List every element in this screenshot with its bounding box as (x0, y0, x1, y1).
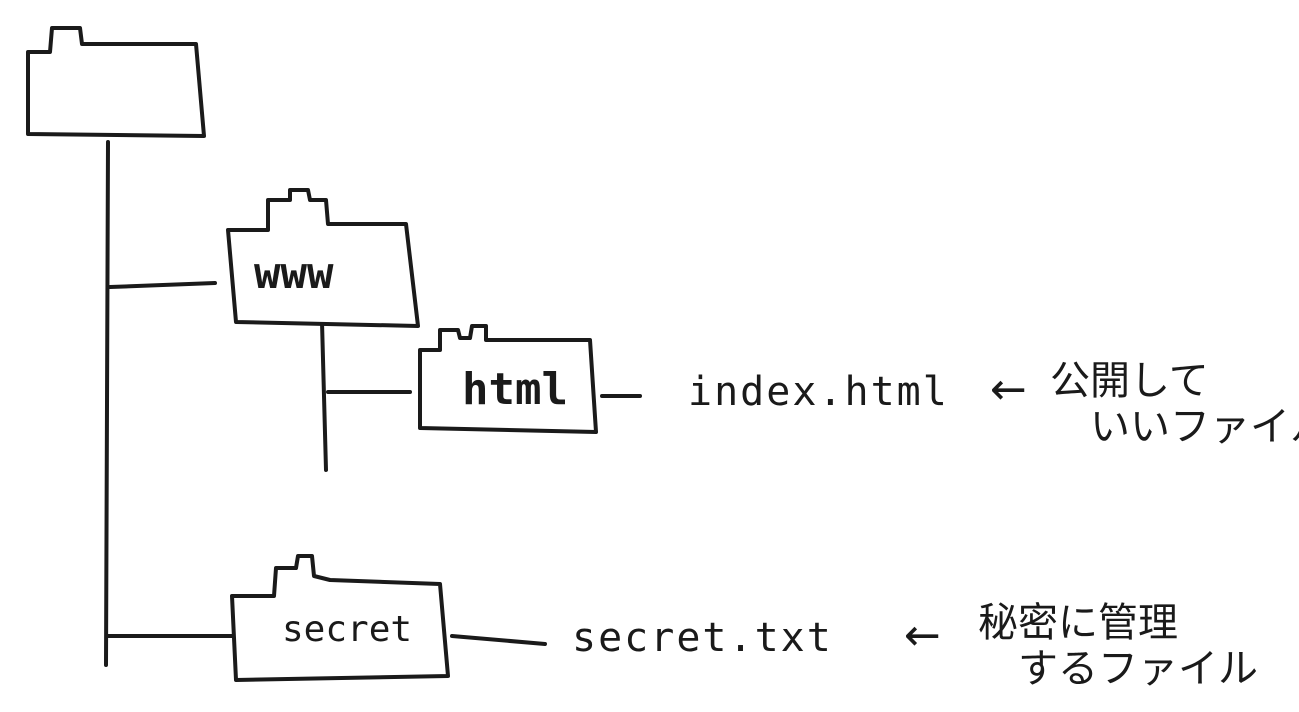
private-note-line2: するファイル (1018, 646, 1258, 692)
root-trunk-line (104, 140, 110, 667)
secret-folder-icon (230, 554, 450, 682)
connector-secret-to-file (450, 634, 547, 646)
public-note-line1: 公開して (1050, 358, 1209, 404)
folder-label-www: www (254, 248, 334, 299)
folder-label-secret: secret (282, 609, 413, 650)
left-arrow-icon: ← (904, 610, 941, 661)
root-folder-icon (26, 26, 206, 138)
private-file-note: 秘密に管理 するファイル (978, 600, 1258, 692)
left-arrow-icon: ← (990, 364, 1027, 415)
tree-connectors (104, 140, 642, 667)
private-note-line1: 秘密に管理 (978, 600, 1178, 646)
html-folder-icon (418, 324, 598, 434)
www-trunk-line (320, 320, 328, 472)
connector-root-to-www (108, 281, 217, 289)
public-note-line2: いいファイル (1090, 404, 1299, 450)
file-label-secret-txt: secret.txt (572, 615, 833, 661)
www-folder-icon (226, 188, 420, 328)
file-label-index-html: index.html (688, 369, 949, 415)
public-file-note: 公開して いいファイル (1050, 358, 1299, 450)
folder-label-html: html (462, 364, 568, 415)
